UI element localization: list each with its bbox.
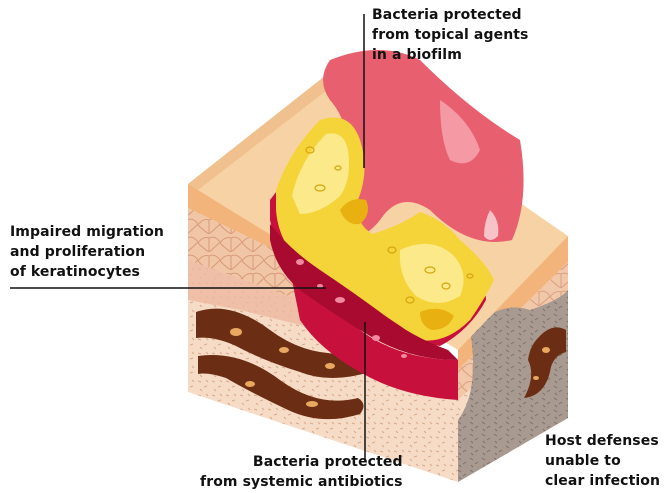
label-line: and proliferation <box>10 242 164 262</box>
label-line: Bacteria protected <box>200 452 403 472</box>
label-bacteria-systemic: Bacteria protected from systemic antibio… <box>200 452 403 492</box>
label-line: Host defenses <box>545 431 660 451</box>
label-line: from systemic antibiotics <box>200 472 403 492</box>
label-line: in a biofilm <box>372 45 528 65</box>
label-bacteria-biofilm: Bacteria protected from topical agents i… <box>372 5 528 65</box>
label-line: from topical agents <box>372 25 528 45</box>
label-line: Impaired migration <box>10 222 164 242</box>
label-keratinocytes: Impaired migration and proliferation of … <box>10 222 164 282</box>
label-line: unable to <box>545 451 660 471</box>
label-line: of keratinocytes <box>10 262 164 282</box>
label-host-defenses: Host defenses unable to clear infection <box>545 431 660 491</box>
label-line: clear infection <box>545 471 660 491</box>
label-line: Bacteria protected <box>372 5 528 25</box>
